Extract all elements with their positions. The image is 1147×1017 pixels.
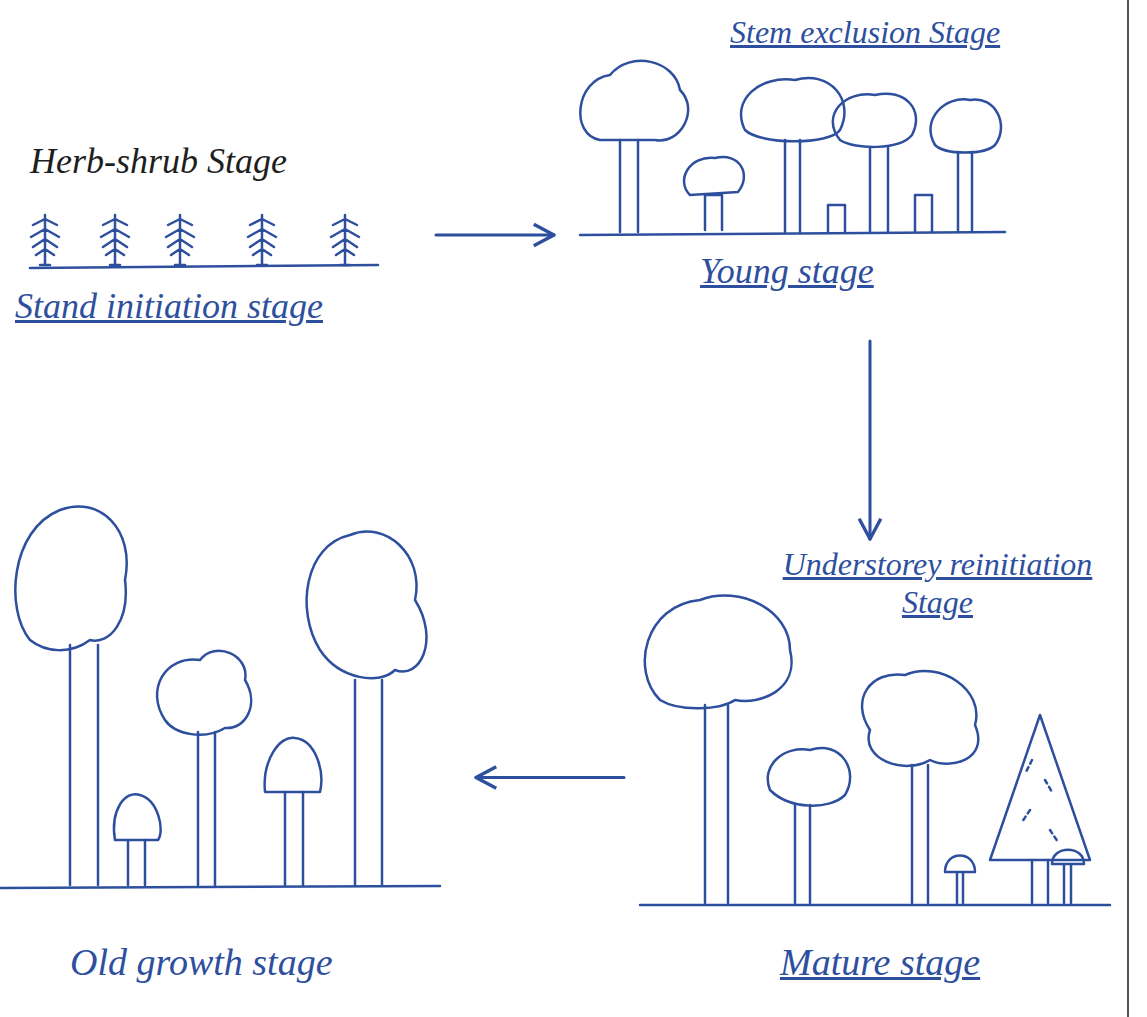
page-edge-line — [1127, 0, 1129, 1017]
stage-panel: Old growth stage — [5, 490, 470, 1012]
stage-panel: Stem exclusion StageYoung stage — [560, 5, 1110, 335]
stage-label: Stand initiation stage — [15, 285, 425, 328]
stage-panel: Herb-shrub StageStand initiation stage — [10, 135, 430, 375]
stage-heading: Understorey reinitiation Stage — [760, 545, 1115, 622]
stage-label: Young stage — [700, 250, 960, 293]
stage-label: Old growth stage — [70, 940, 430, 986]
saplings — [30, 215, 378, 268]
old-growth-trees — [0, 506, 440, 888]
stage-heading: Stem exclusion Stage — [730, 13, 1100, 51]
young-trees — [580, 61, 1005, 235]
stage-label: Mature stage — [780, 940, 1080, 986]
stage-arrow — [869, 341, 872, 539]
stage-arrow — [476, 776, 624, 779]
stage-heading: Herb-shrub Stage — [30, 140, 420, 183]
stage-panel: Understorey reinitiation StageMature sta… — [630, 545, 1120, 1010]
mature-trees — [640, 596, 1110, 905]
stage-arrow — [436, 234, 554, 237]
